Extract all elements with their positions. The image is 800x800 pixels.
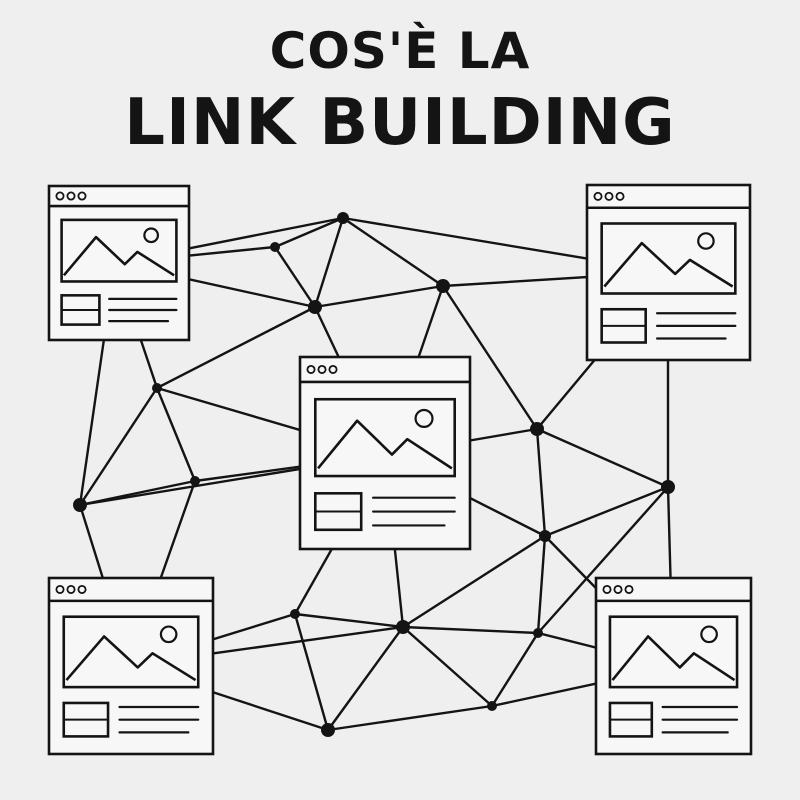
network-nodes — [73, 212, 675, 737]
window-dot-icon — [624, 584, 634, 594]
window-dot-icon — [77, 191, 87, 201]
image-placeholder-icon — [608, 615, 739, 689]
window-dot-icon — [55, 584, 65, 594]
window-center — [298, 355, 472, 551]
link-node-icon — [190, 476, 200, 486]
link-node-icon — [487, 701, 497, 711]
browser-window-icon — [594, 576, 753, 756]
network-edge — [78, 386, 159, 507]
network-edge — [535, 427, 547, 538]
network-edge — [293, 612, 330, 732]
window-dot-icon — [613, 584, 623, 594]
network-edge — [155, 386, 197, 483]
browser-windows — [47, 183, 753, 756]
image-placeholder-icon — [60, 218, 178, 283]
window-dot-icon — [306, 364, 316, 374]
window-dot-icon — [615, 191, 625, 201]
network-edge — [441, 284, 539, 431]
link-node-icon — [436, 279, 450, 293]
window-top-left — [47, 184, 191, 342]
network-edge — [341, 216, 445, 288]
link-node-icon — [337, 212, 349, 224]
browser-window-icon — [585, 183, 752, 362]
window-dot-icon — [66, 191, 76, 201]
link-node-icon — [533, 628, 543, 638]
link-node-icon — [396, 620, 410, 634]
network-edge — [273, 245, 317, 309]
network-edge — [273, 216, 345, 249]
network-edge — [313, 216, 345, 309]
network-edge — [401, 534, 547, 629]
window-dot-icon — [66, 584, 76, 594]
image-placeholder-icon — [600, 222, 737, 295]
link-node-icon — [661, 480, 675, 494]
window-dot-icon — [328, 364, 338, 374]
window-dot-icon — [55, 191, 65, 201]
window-dot-icon — [77, 584, 87, 594]
image-placeholder-icon — [62, 615, 200, 689]
window-bottom-right — [594, 576, 753, 756]
link-node-icon — [308, 300, 322, 314]
link-node-icon — [290, 609, 300, 619]
network-edge — [401, 625, 540, 635]
link-node-icon — [530, 422, 544, 436]
link-node-icon — [321, 723, 335, 737]
network-edge — [326, 704, 494, 732]
window-bottom-left — [47, 576, 215, 756]
window-dot-icon — [604, 191, 614, 201]
link-node-icon — [73, 498, 87, 512]
browser-window-icon — [47, 184, 191, 342]
network-edge — [326, 625, 405, 732]
network-edge — [536, 534, 547, 635]
network-edge — [543, 485, 670, 538]
link-node-icon — [539, 530, 551, 542]
network-edge — [293, 612, 405, 629]
browser-window-icon — [298, 355, 472, 551]
page-title-line-1: COS'È LA — [269, 22, 531, 80]
link-node-icon — [152, 383, 162, 393]
window-dot-icon — [593, 191, 603, 201]
network-edge — [536, 485, 670, 635]
browser-window-icon — [47, 576, 215, 756]
network-edge — [490, 631, 540, 708]
network-edge — [313, 284, 445, 309]
network-edge — [535, 427, 670, 489]
window-dot-icon — [602, 584, 612, 594]
link-node-icon — [270, 242, 280, 252]
window-top-right — [585, 183, 752, 362]
image-placeholder-icon — [313, 397, 456, 478]
network-edge — [155, 305, 317, 390]
window-dot-icon — [317, 364, 327, 374]
network-edge — [401, 625, 494, 708]
page-title-line-2: LINK BUILDING — [124, 86, 676, 160]
